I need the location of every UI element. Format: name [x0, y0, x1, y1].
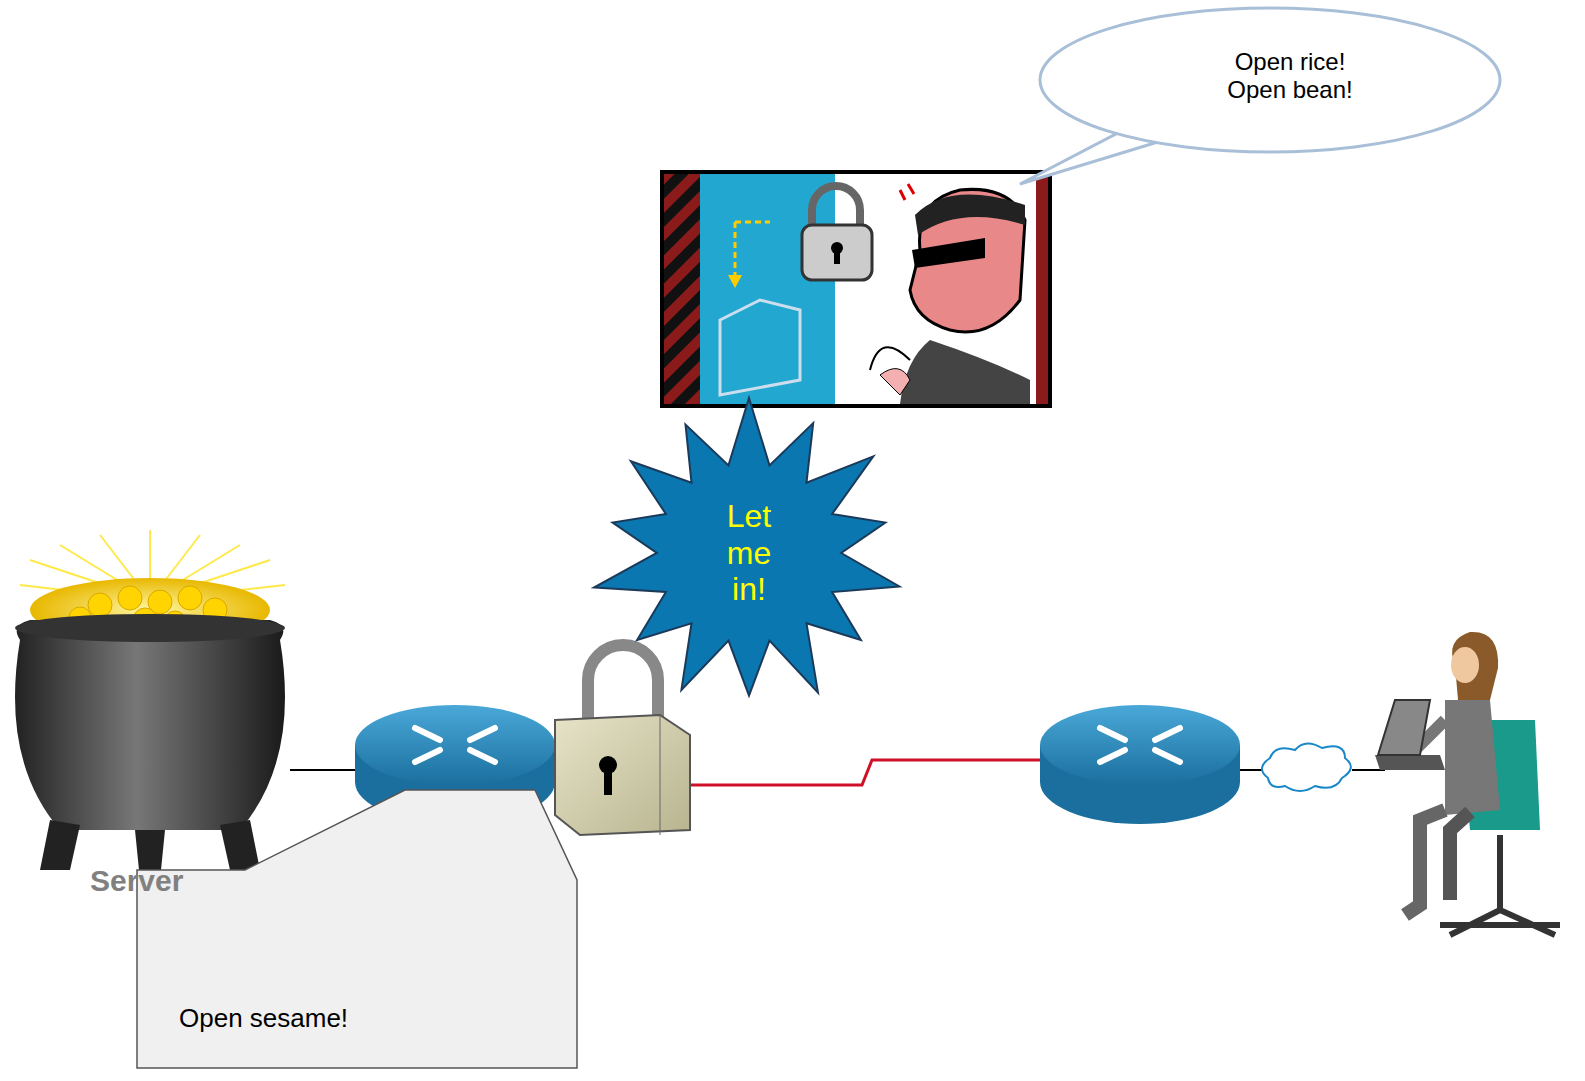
- node-text: Open rice! Open bean!: [1220, 48, 1360, 103]
- server-label: Server: [90, 864, 183, 898]
- speech-bubble: Open rice! Open bean!: [1038, 6, 1502, 154]
- node-text: Let me in!: [711, 498, 787, 608]
- wire: [1240, 769, 1262, 771]
- padlock: [555, 645, 690, 835]
- user-at-laptop: [1375, 632, 1560, 935]
- callout-box-outline: [137, 870, 577, 1068]
- callout-box: Open sesame!: [137, 870, 577, 1068]
- server-pot: [15, 578, 285, 880]
- router-icon: [1040, 705, 1240, 824]
- serial-link: [690, 760, 1040, 785]
- wire: [290, 769, 360, 771]
- node-text: Open sesame!: [179, 1004, 559, 1034]
- hacker-picture: [662, 172, 1050, 406]
- cloud: [1262, 743, 1351, 791]
- starburst-callout: Let me in!: [590, 398, 908, 708]
